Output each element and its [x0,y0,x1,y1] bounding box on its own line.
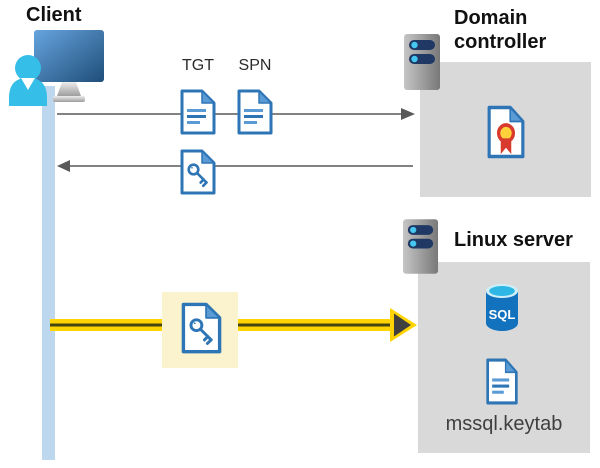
response-arrow [57,160,413,172]
client-timeline [42,86,55,460]
linux-server-icon [402,219,439,274]
sql-badge-label: SQL [489,307,516,322]
spn-label: SPN [238,57,272,74]
client-workstation-icon [9,30,104,106]
key-ticket-icon [180,149,216,195]
spn-document-icon [237,89,273,135]
client-label: Client [26,4,82,26]
sql-database-icon: SQL [486,284,518,331]
keytab-filename-label: mssql.keytab [445,413,563,435]
domain-controller-server-icon [404,34,440,90]
key-ticket-highlighted-icon [181,302,222,354]
linux-server-label: Linux server [454,229,573,251]
certificate-icon [487,105,525,159]
keytab-document-icon [486,358,518,405]
tgt-label: TGT [182,57,214,74]
request-arrow [57,108,415,120]
domain-controller-label: Domain controller [454,7,547,53]
tgt-document-icon [180,89,216,135]
